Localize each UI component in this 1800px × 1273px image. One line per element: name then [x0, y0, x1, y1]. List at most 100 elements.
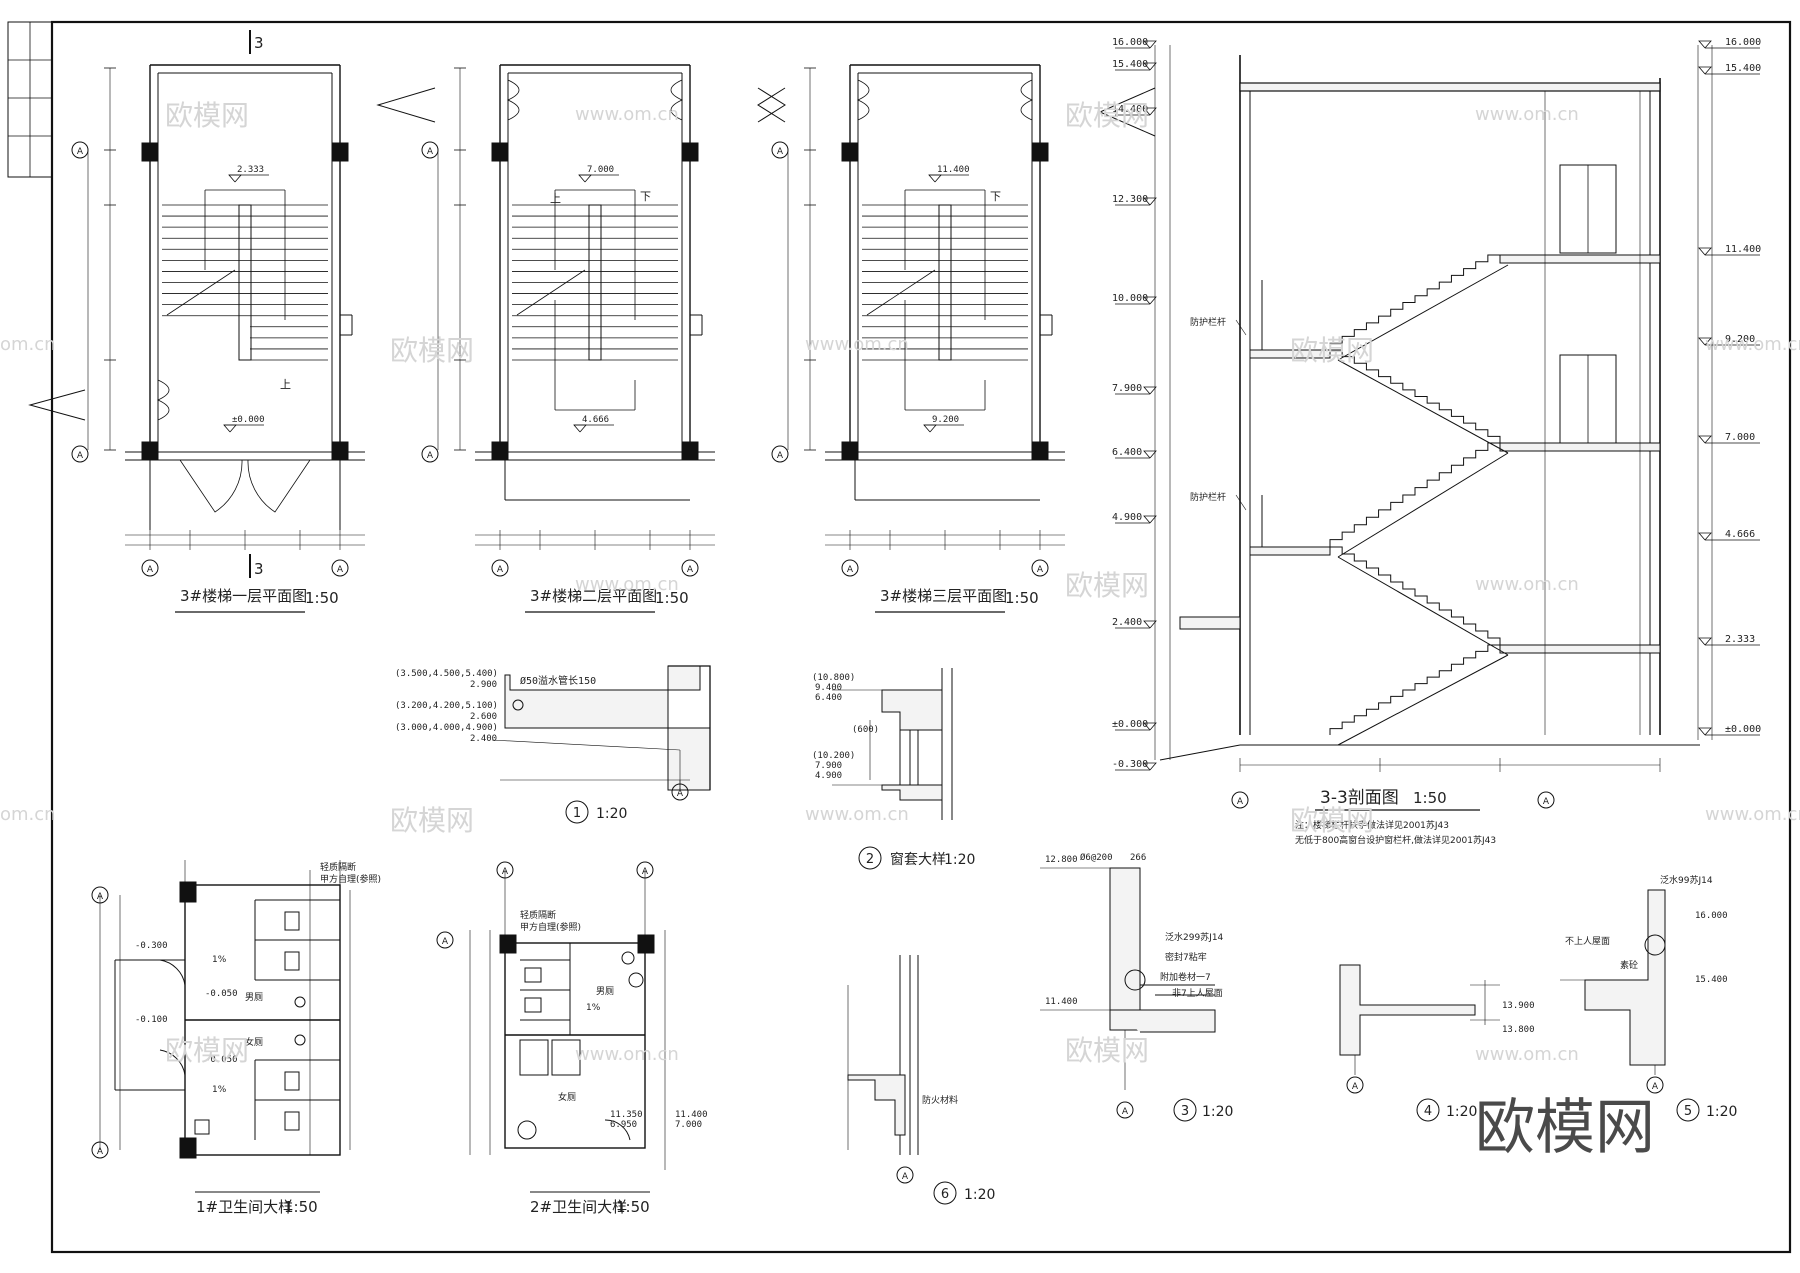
plan-floor-level: 4.666 [582, 415, 609, 425]
canopy [1179, 616, 1241, 630]
toilet-2-slope: 1% [586, 1003, 601, 1013]
detail-4-number: 4 [1424, 1104, 1432, 1119]
stair-flight-2-soffit [1337, 556, 1509, 656]
detail-4-level-2: 13.800 [1502, 1025, 1535, 1035]
section-rail-label-2: 防护栏杆 [1190, 491, 1226, 503]
svg-text:-0.050: -0.050 [205, 989, 238, 999]
stair-flight-4 [1330, 349, 1501, 443]
toilet-1-grid-top: A [97, 892, 104, 902]
svg-text:(3.200,4.200,5.100): (3.200,4.200,5.100) [395, 701, 498, 711]
right-level-3: 9.200 [1725, 334, 1755, 345]
stair-flight-3 [1329, 442, 1500, 547]
detail-3-number: 3 [1181, 1104, 1189, 1119]
detail-6-note: 防火材料 [922, 1094, 958, 1106]
svg-text:(10.200): (10.200) [812, 751, 855, 761]
left-level-10: -0.300 [1112, 759, 1148, 770]
detail-5-grid: A [1652, 1082, 1659, 1092]
entry-door-2 [247, 459, 311, 513]
right-level-7: ±0.000 [1725, 724, 1761, 735]
plan-floor-level: ±0.000 [232, 415, 265, 425]
right-level-symbol [1698, 66, 1712, 75]
door-swing [157, 379, 170, 421]
plan-scale: 1:50 [655, 589, 689, 607]
svg-text:2.400: 2.400 [470, 734, 497, 744]
toilet-1-levels: -0.300 -0.050 -0.100 -0.050 [135, 941, 238, 1065]
left-level-8: 2.400 [1112, 617, 1142, 628]
section-title: 3-3剖面图 [1320, 788, 1399, 808]
detail-5-note-2: 不上人屋面 [1565, 936, 1610, 947]
stair-flight-4-soffit [1337, 359, 1509, 454]
plan-column [141, 441, 159, 461]
left-level-5: 7.900 [1112, 383, 1142, 394]
left-level-0: 16.000 [1112, 37, 1148, 48]
watermark-url-4: www.om.cn [1475, 574, 1579, 595]
grid-bubble [771, 141, 789, 159]
stair-up: 上 [280, 378, 291, 391]
stair-up: 上 [550, 192, 561, 205]
stair-flight-3-soffit [1337, 452, 1509, 558]
left-level-2: 14.400 [1112, 104, 1148, 115]
grid-bubble-4 [1031, 559, 1049, 577]
watermark-url-0: www.om.cn [575, 104, 679, 125]
plan-column [681, 441, 699, 461]
section-mark-label-bottom: 3 [254, 560, 264, 578]
view-triangle-left [28, 87, 1156, 421]
svg-text:7.000: 7.000 [675, 1120, 702, 1130]
section-note-1: 注：楼梯栏杆扶手做法详见2001苏J43 [1295, 819, 1449, 831]
roof-slab [1239, 82, 1661, 92]
right-level-symbol [1698, 637, 1712, 646]
stair-flight-5 [1329, 254, 1500, 350]
grid-bubble-3-label: A [497, 565, 504, 575]
grid-bubble-4 [331, 559, 349, 577]
svg-text:非7上人屋面: 非7上人屋面 [1172, 987, 1223, 999]
svg-text:(600): (600) [852, 725, 879, 735]
grid-bubble-3 [491, 559, 509, 577]
detail-4-scale: 1:20 [1446, 1104, 1477, 1120]
section-grid-2 [1537, 791, 1555, 809]
brand-watermark: 欧模网 [1475, 1093, 1655, 1163]
detail-2-number: 2 [866, 852, 874, 867]
grid-bubble-label: A [77, 147, 84, 157]
plan-top-level: 7.000 [587, 165, 614, 175]
right-level-symbol [1698, 435, 1712, 444]
svg-text:6.950: 6.950 [610, 1120, 637, 1130]
plan-title: 3#楼梯二层平面图 [530, 587, 657, 605]
detail-5-note-3: 素砼 [1620, 959, 1638, 971]
left-level-symbol [1143, 515, 1157, 524]
svg-text:-0.300: -0.300 [135, 941, 168, 951]
plan-column [491, 142, 509, 162]
section-mark-bottom: 3 [249, 554, 264, 578]
left-level-symbol [1143, 450, 1157, 459]
right-level-6: 2.333 [1725, 634, 1755, 645]
detail-1-grid: A [677, 789, 684, 799]
detail-6-scale: 1:20 [964, 1187, 995, 1203]
right-level-symbol [1698, 337, 1712, 346]
toilet-1-note-2: 甲方自理(参照) [320, 873, 381, 885]
toilet-2-women: 女厕 [558, 1091, 576, 1103]
stair-down: 下 [990, 190, 1001, 203]
floor-slab [1499, 644, 1661, 654]
toilet-1-plan [91, 860, 351, 1193]
detail-5 [1560, 889, 1700, 1122]
svg-text:2.600: 2.600 [470, 712, 497, 722]
section-grid-2-label: A [1543, 797, 1550, 807]
detail-6-number: 6 [941, 1187, 949, 1202]
toilet-2-note-1: 轻质隔断 [520, 909, 556, 921]
svg-text:(3.000,4.000,4.900): (3.000,4.000,4.900) [395, 723, 498, 733]
plan-column [681, 142, 699, 162]
left-level-1: 15.400 [1112, 59, 1148, 70]
svg-text:9.400: 9.400 [815, 683, 842, 693]
stair-flight-1 [1329, 644, 1500, 735]
stair-well [238, 204, 252, 361]
window-swing [857, 79, 870, 121]
grid-bubble-3 [141, 559, 159, 577]
detail-2-scale: 1:20 [944, 852, 975, 868]
plan-column [331, 441, 349, 461]
detail-3 [1040, 867, 1216, 1122]
section-scale: 1:50 [1413, 789, 1447, 807]
svg-text:11.400: 11.400 [675, 1110, 708, 1120]
detail-3-level-2: 11.400 [1045, 997, 1078, 1007]
svg-text:4.900: 4.900 [815, 771, 842, 781]
toilet-2-grid-2: A [642, 867, 649, 877]
